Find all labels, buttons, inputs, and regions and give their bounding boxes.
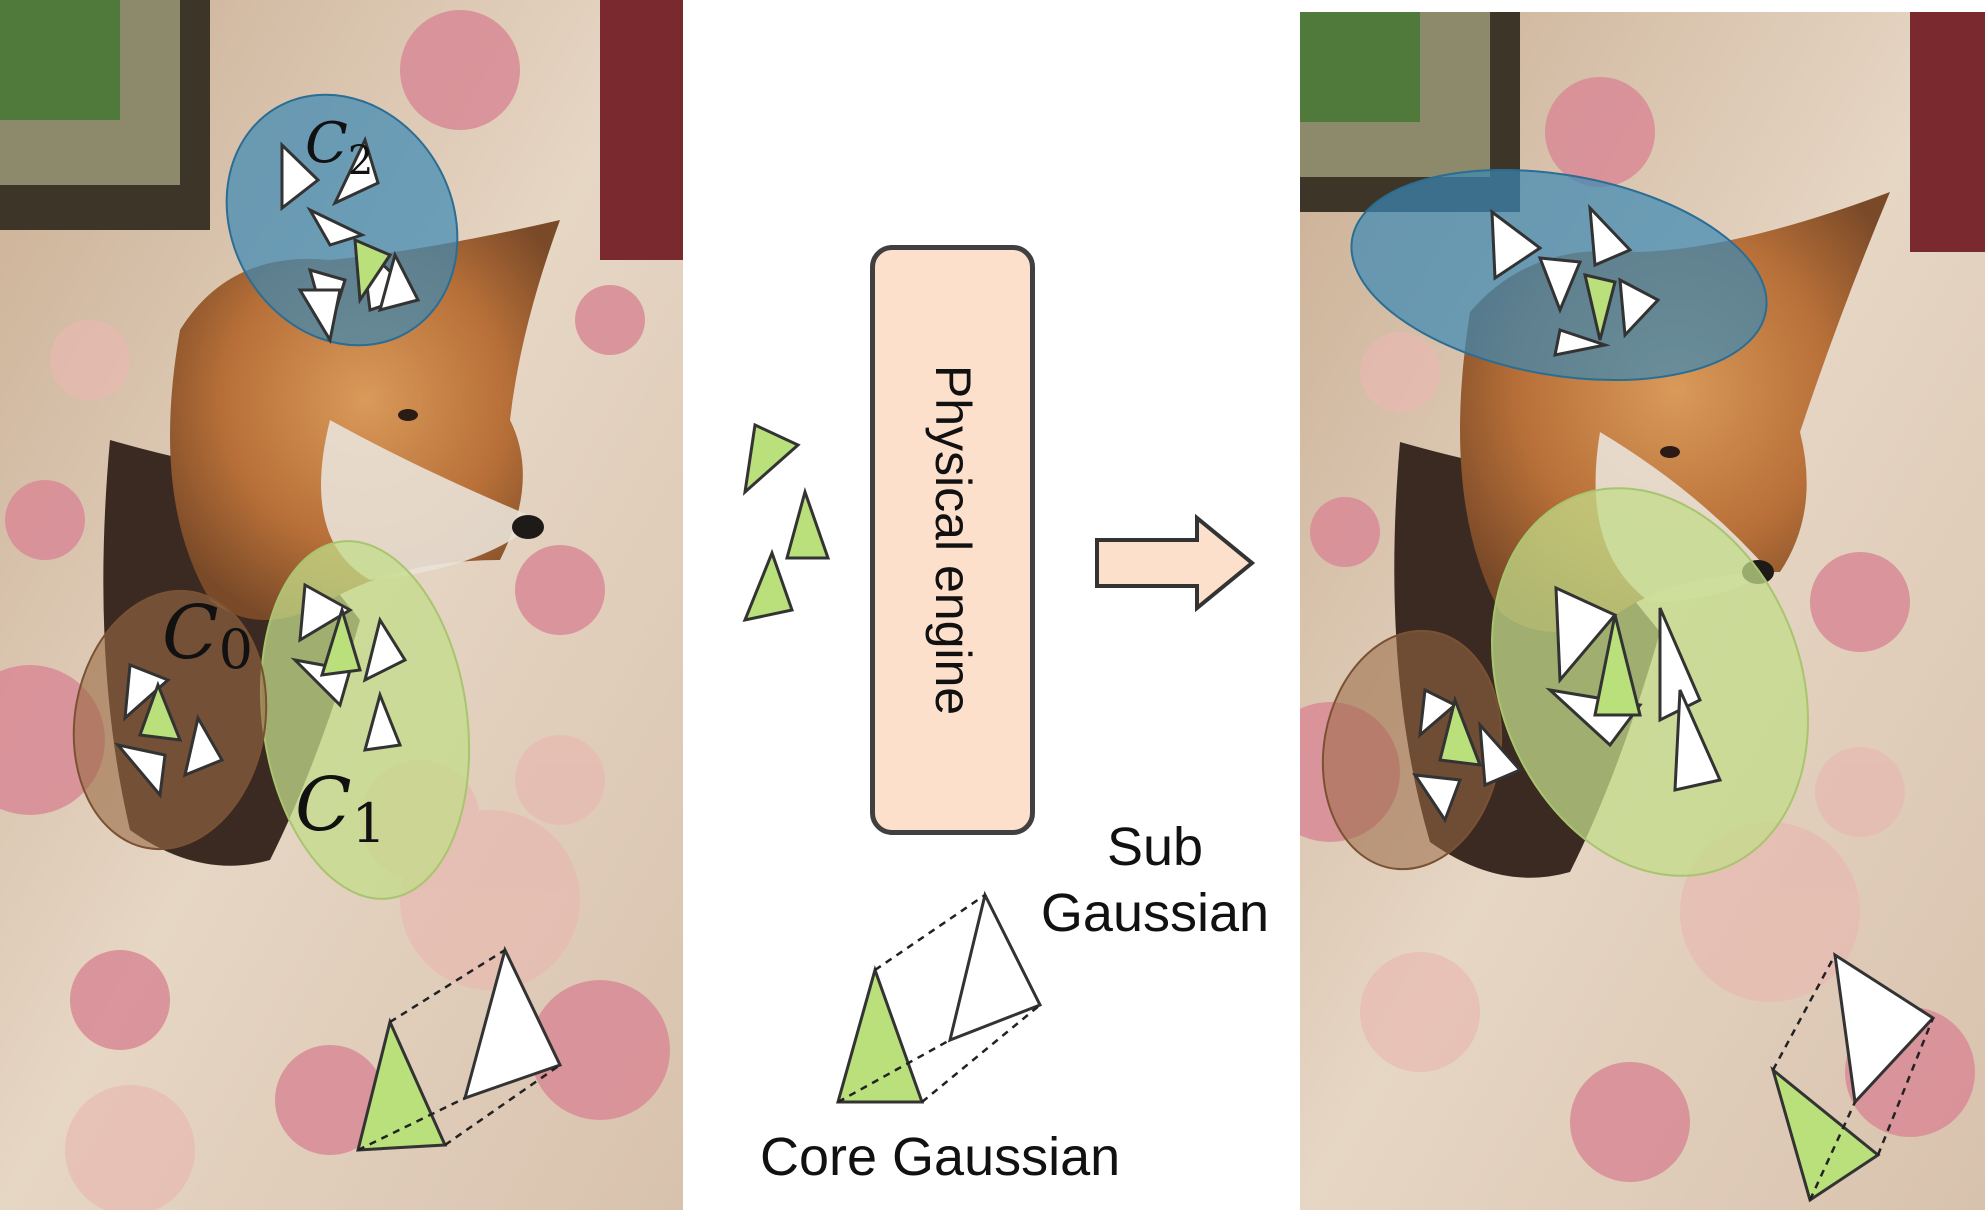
left-cluster-c2 bbox=[225, 93, 459, 347]
left-sub-gaussian-large bbox=[462, 945, 563, 1101]
cluster-label-c2-sub: 2 bbox=[347, 138, 374, 184]
right-c2-sub-gaussians bbox=[1490, 203, 1661, 357]
right-cluster-c1 bbox=[1491, 487, 1809, 877]
input-core-gaussian-3 bbox=[742, 548, 794, 623]
legend-core-sub-pair bbox=[836, 890, 1043, 1104]
right-cluster-c0 bbox=[1321, 629, 1523, 871]
cluster-label-c2-base: C bbox=[305, 111, 348, 176]
cluster-label-c2: C2 bbox=[305, 110, 373, 186]
right-c2-core-gaussian bbox=[1582, 272, 1617, 341]
left-pair-connectors bbox=[357, 948, 561, 1152]
right-c0-core-gaussian bbox=[1438, 695, 1483, 767]
right-cluster-c2 bbox=[1350, 168, 1768, 382]
left-core-gaussian-large bbox=[356, 1017, 448, 1152]
physical-engine-box: Physical engine bbox=[870, 245, 1035, 835]
left-c2-core-gaussian bbox=[353, 237, 393, 305]
legend-core-gaussian-icon bbox=[836, 965, 925, 1104]
left-cluster-c0 bbox=[72, 589, 268, 851]
sub-gaussian-label-line2: Gaussian bbox=[1040, 882, 1270, 943]
cluster-label-c1-base: C bbox=[295, 762, 352, 848]
cluster-label-c1: C1 bbox=[295, 760, 386, 857]
core-gaussian-label: Core Gaussian bbox=[760, 1127, 1121, 1187]
cluster-label-c1-sub: 1 bbox=[351, 792, 386, 855]
left-core-sub-pair bbox=[356, 945, 563, 1152]
cluster-label-c0: C0 bbox=[162, 588, 253, 683]
right-core-gaussian-large bbox=[1770, 1065, 1881, 1203]
physical-engine-label: Physical engine bbox=[924, 364, 981, 716]
right-core-sub-pair bbox=[1770, 951, 1936, 1203]
input-core-gaussian-2 bbox=[785, 486, 831, 560]
left-c0-core-gaussian bbox=[137, 680, 183, 742]
cluster-label-c0-sub: 0 bbox=[218, 618, 253, 681]
legend-pair-connectors bbox=[837, 893, 1041, 1104]
left-c2-sub-gaussians bbox=[280, 135, 421, 345]
right-sub-gaussian-large bbox=[1833, 951, 1936, 1106]
sub-gaussian-label-line1: Sub bbox=[1106, 817, 1204, 877]
input-core-gaussian-1 bbox=[742, 422, 801, 496]
input-core-gaussians bbox=[742, 422, 831, 623]
cluster-label-c0-base: C bbox=[162, 590, 219, 676]
sub-gaussian-label: Sub Gaussian bbox=[1030, 815, 1280, 947]
output-arrow-icon bbox=[1095, 513, 1256, 613]
legend-sub-gaussian-icon bbox=[947, 890, 1043, 1043]
left-cluster-c1 bbox=[259, 540, 471, 900]
left-c1-core-gaussian bbox=[319, 604, 362, 677]
right-pair-connectors bbox=[1771, 954, 1935, 1201]
right-c1-sub-gaussians bbox=[1545, 585, 1723, 792]
right-c1-core-gaussian bbox=[1593, 614, 1642, 717]
left-c0-sub-gaussians bbox=[114, 662, 225, 799]
right-c0-sub-gaussians bbox=[1411, 687, 1523, 824]
